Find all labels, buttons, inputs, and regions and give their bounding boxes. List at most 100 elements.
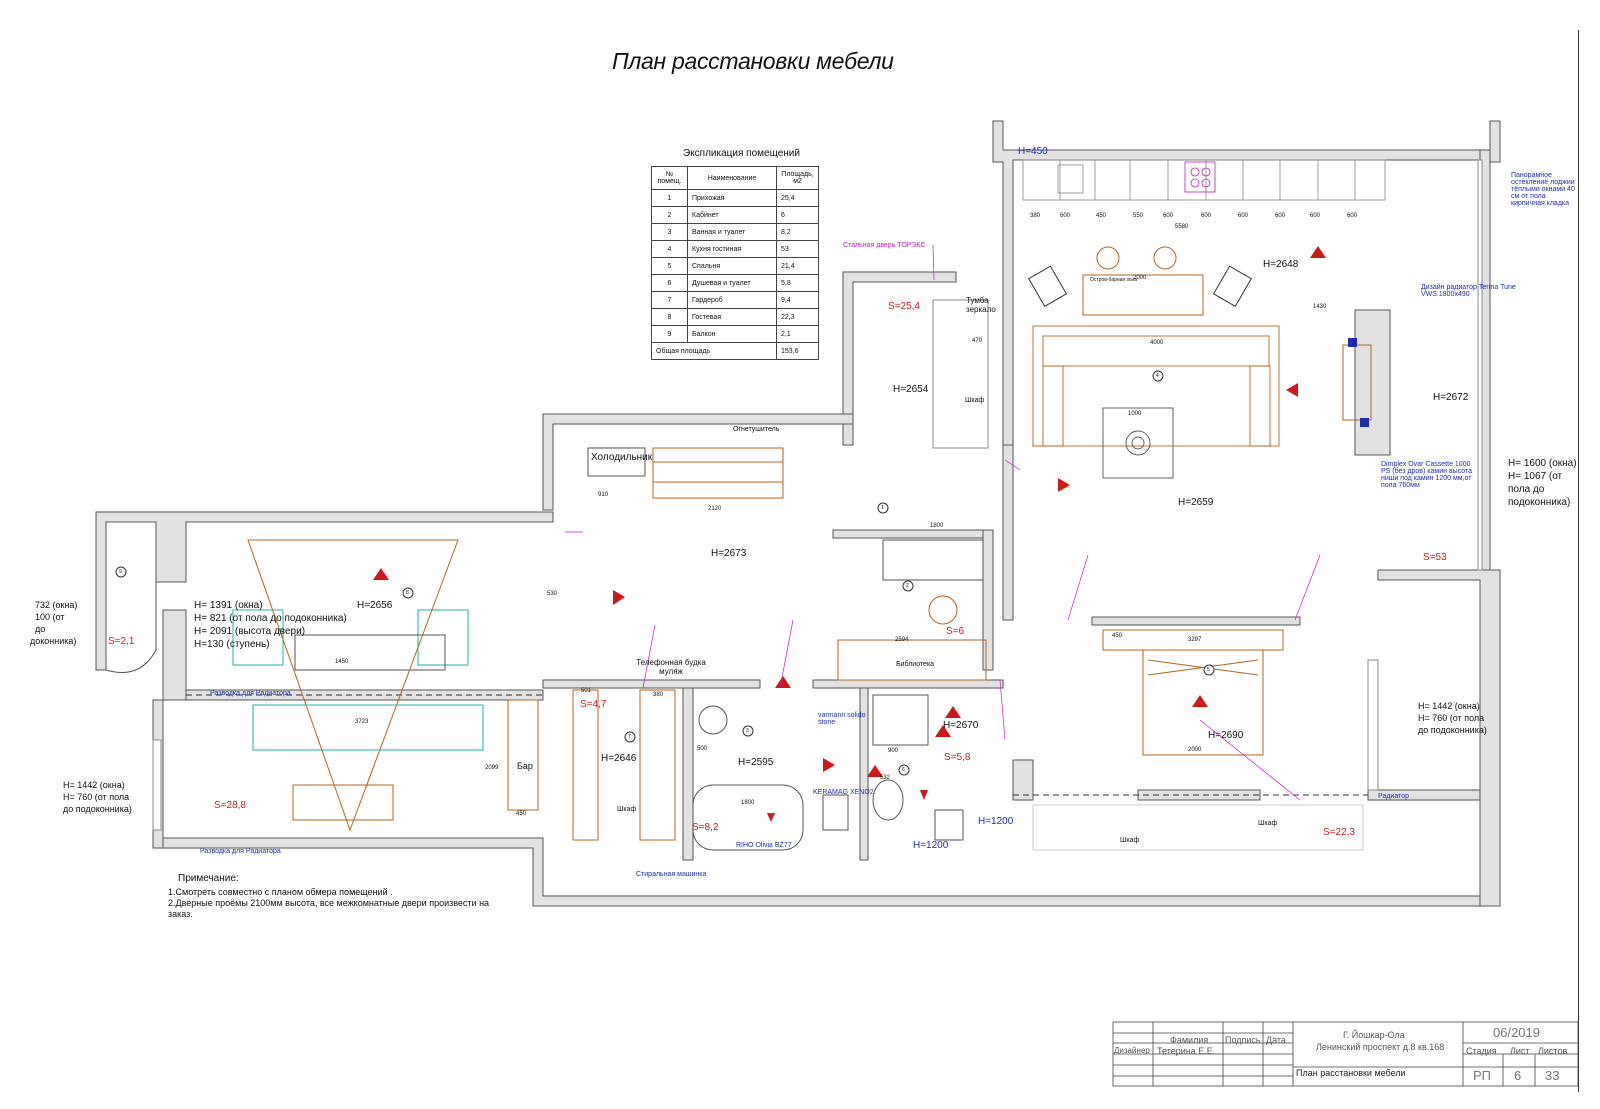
- wall-right-lower: [1377, 569, 1501, 907]
- phone-booth-label: Телефонная будка муляж: [636, 658, 706, 676]
- dimension: 1430: [1313, 304, 1327, 310]
- radiator-route-label: Разводка для Радиатора: [200, 848, 281, 855]
- dimension: 450: [1112, 633, 1123, 639]
- wardrobe-shelves: [639, 689, 676, 841]
- tb-surname-header: Фамилия: [1170, 1035, 1209, 1045]
- tumba-label: Тумба зеркало: [966, 296, 996, 314]
- dimension: 1800: [930, 523, 944, 529]
- leader-lines: [565, 244, 1321, 801]
- wall-cabinet-top: [832, 529, 984, 539]
- tb-stage: РП: [1473, 1068, 1492, 1083]
- wall-bed-right: [1367, 789, 1481, 801]
- wall-bath-top: [812, 679, 1004, 689]
- dimension: 500: [697, 746, 708, 752]
- dimension: 600: [1310, 213, 1321, 219]
- balcony-outline: [105, 580, 157, 673]
- window-note: H=130 (ступень): [194, 639, 270, 650]
- bed-line: [1147, 659, 1259, 676]
- height-label: H=2672: [1433, 392, 1469, 403]
- title-block: [1112, 1021, 1579, 1087]
- note-line: 2.Дверные проёмы 2100мм высота, все межк…: [168, 898, 490, 908]
- dimension: 380: [1030, 213, 1041, 219]
- bar-counter: [507, 699, 539, 811]
- room-number: 9: [119, 569, 122, 575]
- extinguisher-label: Огнетушитель: [733, 426, 780, 433]
- drawing-title: План расстановки мебели: [612, 48, 894, 74]
- frame-border: [1578, 30, 1579, 1092]
- dimension: 4000: [1150, 340, 1164, 346]
- kitchen-island: [1082, 274, 1204, 316]
- row-area: 21,4: [776, 257, 819, 275]
- table-header: № помещ. Наименование Площадь, м2: [651, 166, 819, 190]
- wall-bed-top: [1091, 616, 1301, 626]
- shower-tray: [872, 694, 929, 746]
- dimension: 600: [1060, 213, 1071, 219]
- explication-caption: Экспликация помещений: [683, 148, 800, 159]
- area-label: S=4,7: [580, 699, 607, 710]
- dimension: 600: [1201, 213, 1212, 219]
- dimension: 2594: [895, 637, 909, 643]
- desk: [882, 539, 984, 581]
- dimension: 600: [1163, 213, 1174, 219]
- row-area: 22,3: [776, 308, 819, 326]
- office-chair: [928, 595, 958, 625]
- room-number: 4: [1156, 373, 1159, 379]
- window-note: пола до: [1508, 484, 1545, 495]
- wall-living-left: [1002, 444, 1014, 621]
- height-label: H=1200: [913, 840, 949, 851]
- dimension: 5580: [1175, 224, 1189, 230]
- tb-role: Дизайнер: [1114, 1046, 1150, 1055]
- wardrobe-label: Шкаф: [617, 806, 637, 813]
- radiator-design-label: Дизайн радиатор Terma Tune VWS 1800x490: [1421, 284, 1516, 298]
- room-number: 3: [746, 728, 749, 734]
- bar-stool: [1153, 246, 1177, 270]
- height-label: H=2670: [943, 720, 979, 731]
- window-note: подоконника): [1508, 497, 1571, 508]
- tb-sheet-header: Лист: [1510, 1046, 1530, 1056]
- area-label: S=6: [946, 626, 965, 637]
- height-label: H=2654: [893, 384, 929, 395]
- window-note: H= 1067 (от: [1508, 471, 1563, 482]
- kitchen-cabinets: [1022, 159, 1386, 201]
- library-label: Библиотека: [896, 661, 935, 668]
- bed: [1102, 629, 1284, 756]
- armchair: [1212, 265, 1252, 308]
- steel-door-label: Стальная дверь ТОРЭКС: [843, 242, 926, 249]
- bar-stool: [1096, 246, 1120, 270]
- dimension: 470: [972, 338, 983, 344]
- tb-city: Г. Йошкар-Ола: [1343, 1030, 1405, 1040]
- tb-sheet-name: План расстановки мебели: [1296, 1068, 1406, 1078]
- armchair: [1028, 265, 1068, 308]
- window-note: до подоконника): [1418, 725, 1487, 735]
- toilet: [822, 794, 849, 831]
- keramag-label: KERAMAG XENO2: [813, 789, 874, 796]
- tv-view-cone: [247, 539, 459, 832]
- wall-kitchen-top: [992, 120, 1501, 446]
- wardrobe-label: Шкаф: [965, 397, 985, 404]
- room-number: 7: [628, 734, 631, 740]
- dimension: 2000: [1188, 747, 1202, 753]
- dimension: 530: [547, 591, 558, 597]
- height-label: H=2646: [601, 753, 637, 764]
- dimension: 3297: [1188, 637, 1202, 643]
- header-area: Площадь, м2: [776, 166, 819, 190]
- room-number: 2: [906, 583, 909, 589]
- area-label: S=53: [1423, 552, 1447, 563]
- window-note: до: [35, 624, 46, 634]
- dimplex-label: Dimplex Ovar Cassette 1000 PS (без дров)…: [1381, 461, 1473, 489]
- radiator-route-label: Разводка для Радиатора: [210, 690, 291, 697]
- area-label: S=28,8: [214, 800, 246, 811]
- area-label: S=22,3: [1323, 827, 1355, 838]
- height-label: H=2690: [1208, 730, 1244, 741]
- dimension: 550: [1133, 213, 1144, 219]
- tb-sheet: 6: [1514, 1068, 1522, 1083]
- fridge-label: Холодильник: [591, 452, 653, 463]
- fridge: [587, 447, 646, 477]
- room-number-circles: [115, 370, 1215, 776]
